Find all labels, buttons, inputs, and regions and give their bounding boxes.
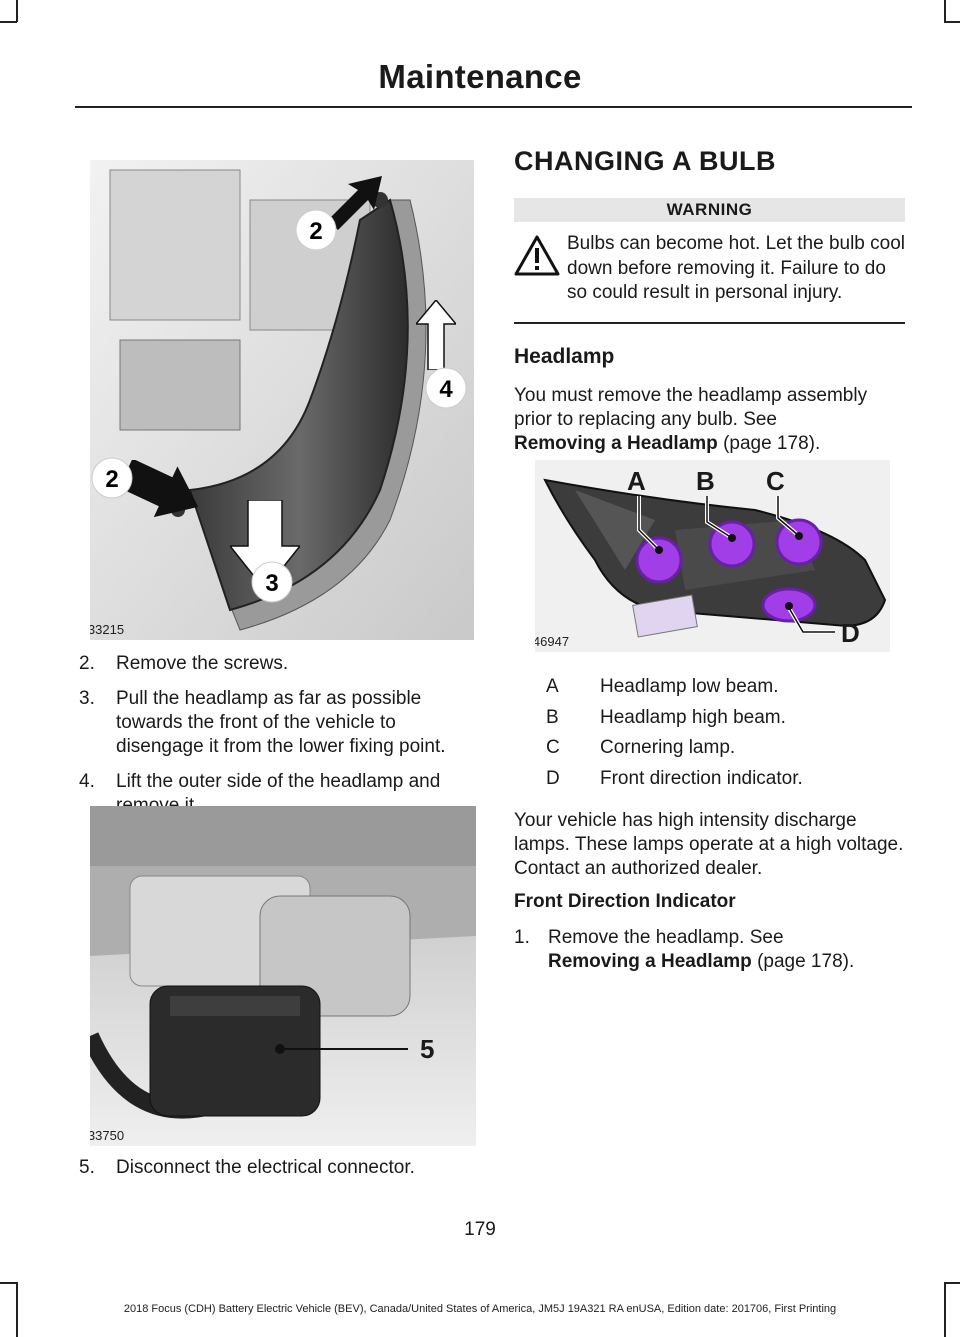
warning-triangle-icon — [514, 235, 560, 276]
figure-code: E246947 — [535, 634, 570, 649]
crop-mark — [16, 1282, 18, 1337]
callout-d: D — [841, 618, 860, 648]
figure-code: E133215 — [90, 622, 125, 637]
figure-code: E133750 — [90, 1128, 125, 1143]
warning-label: WARNING — [514, 198, 905, 222]
section-title: CHANGING A BULB — [514, 146, 776, 176]
figure-headlamp-removal: 2 4 2 3 E133215 — [90, 160, 474, 640]
figure-electrical-connector: 5 E133750 — [90, 806, 476, 1146]
crop-mark — [944, 1282, 946, 1337]
callout-b: B — [696, 466, 715, 496]
front-indicator-step: 1. Remove the headlamp. See Removing a H… — [514, 927, 855, 972]
figure-bulb-locations: A B C D E246947 — [535, 460, 890, 652]
footer-text: 2018 Focus (CDH) Battery Electric Vehicl… — [123, 1303, 837, 1315]
crop-mark — [0, 1282, 17, 1284]
svg-text:3: 3 — [265, 570, 278, 597]
crop-mark — [0, 21, 17, 23]
list-item: 2.Remove the screws. — [79, 653, 289, 674]
crop-mark — [944, 1282, 960, 1284]
callout-2-bottom: 2 — [91, 457, 133, 499]
warning-divider — [514, 322, 905, 324]
headlamp-intro: You must remove the headlamp assembly pr… — [514, 385, 868, 454]
callout-a: A — [627, 466, 646, 496]
arrow-icon — [122, 460, 199, 518]
warning-text: Bulbs can become hot. Let the bulb cool … — [567, 233, 906, 303]
callout-3: 3 — [251, 561, 293, 603]
crop-mark — [944, 0, 946, 22]
front-indicator-heading: Front Direction Indicator — [514, 891, 736, 912]
arrow-up-icon — [416, 300, 456, 370]
svg-text:4: 4 — [439, 376, 453, 403]
headlamp-heading: Headlamp — [514, 345, 615, 368]
svg-text:2: 2 — [105, 466, 118, 493]
arrow-icon — [328, 176, 382, 230]
callout-5: 5 — [420, 1034, 435, 1064]
callout-2-top: 2 — [295, 209, 337, 251]
callout-4: 4 — [425, 367, 467, 409]
page-number: 179 — [464, 1219, 496, 1240]
crop-mark — [16, 0, 18, 22]
crop-mark — [944, 21, 960, 23]
removing-headlamp-link[interactable]: Removing a Headlamp — [514, 433, 718, 454]
header-divider — [75, 106, 912, 108]
callout-c: C — [766, 466, 785, 496]
removal-steps: 2.Remove the screws. 3.Pull the headlamp… — [70, 652, 480, 829]
list-item: 5.Disconnect the electrical connector. — [79, 1157, 415, 1178]
svg-text:2: 2 — [309, 218, 322, 245]
hid-note: Your vehicle has high intensity discharg… — [514, 810, 904, 879]
page-title: Maintenance — [378, 58, 582, 95]
connector-step: 5.Disconnect the electrical connector. — [70, 1156, 480, 1191]
list-item: 3.Pull the headlamp as far as possible t… — [79, 688, 446, 757]
removing-headlamp-link[interactable]: Removing a Headlamp — [548, 951, 752, 972]
